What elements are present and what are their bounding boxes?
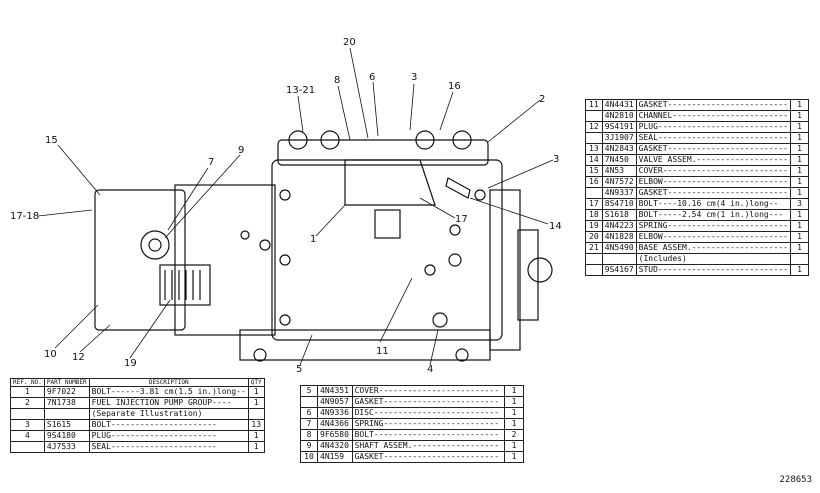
callout-1: 1 <box>310 234 316 245</box>
callout-13-21: 13-21 <box>286 85 315 96</box>
callout-5: 5 <box>296 364 302 375</box>
callout-17-18: 17-18 <box>10 211 39 222</box>
header-qty: QTY <box>247 378 265 387</box>
callout-16: 16 <box>448 81 461 92</box>
outlet-4 <box>452 130 472 150</box>
callout-15: 15 <box>45 135 58 146</box>
callout-20: 20 <box>343 37 356 48</box>
illustration-number: 228653 <box>779 475 812 485</box>
callout-10: 10 <box>44 349 57 360</box>
governor-cover <box>94 189 186 331</box>
callout-2: 2 <box>539 94 545 105</box>
callout-11: 11 <box>376 346 389 357</box>
right-flange <box>489 189 521 351</box>
callout-3-right: 3 <box>553 154 559 165</box>
callout-4: 4 <box>427 364 433 375</box>
left-housing <box>174 184 276 336</box>
outlet-1 <box>288 130 308 150</box>
callout-14: 14 <box>549 221 562 232</box>
callout-12: 12 <box>72 352 85 363</box>
top-channel <box>277 139 489 166</box>
outlet-2 <box>320 130 340 150</box>
governor-shaft <box>140 230 170 260</box>
callout-3-top: 3 <box>411 72 417 83</box>
drive-end <box>517 229 539 321</box>
table-row: (Separate Illustration) <box>10 408 265 420</box>
header-desc: DESCRIPTION <box>88 378 249 387</box>
callout-6: 6 <box>369 72 375 83</box>
header-part: PART NUMBER <box>43 378 90 387</box>
valve-assembly <box>445 177 471 199</box>
center-cover <box>344 159 436 206</box>
callout-8: 8 <box>334 75 340 86</box>
center-stud <box>374 209 401 239</box>
outlet-3 <box>415 130 435 150</box>
housing-base <box>239 329 491 361</box>
callout-7: 7 <box>208 157 214 168</box>
housing-body <box>271 159 503 341</box>
callout-19: 19 <box>124 358 137 369</box>
spring-coil <box>159 264 211 306</box>
header-ref: REF. NO. <box>10 378 45 387</box>
callout-17: 17 <box>455 214 468 225</box>
callout-9: 9 <box>238 145 244 156</box>
table-row: (Includes) <box>585 253 810 265</box>
